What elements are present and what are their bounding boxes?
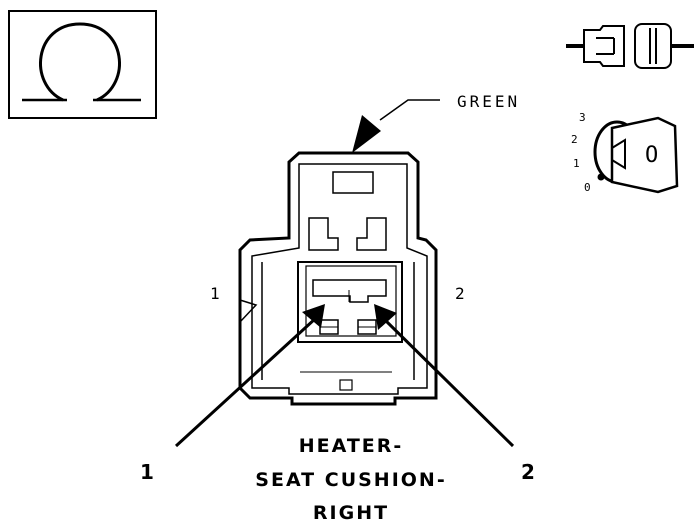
color-callout: GREEN <box>352 92 520 153</box>
key-position-2: 2 <box>571 133 578 146</box>
caption-line-1: HEATER- <box>299 435 404 457</box>
pin-side-label-2: 2 <box>455 284 465 303</box>
caption-line-2: SEAT CUSHION- <box>255 469 446 491</box>
pin-2-leader <box>374 304 515 448</box>
ignition-key-icon: O 3 2 1 0 <box>571 111 679 194</box>
connector-mating-icon <box>566 23 694 69</box>
caption-line-3: RIGHT <box>313 502 389 524</box>
callout-2: 2 <box>521 460 535 484</box>
connector-body <box>238 151 438 406</box>
key-position-0: 0 <box>584 181 591 194</box>
key-position-1: 1 <box>573 157 580 170</box>
key-letter: O <box>645 143 658 168</box>
pin-1-leader <box>174 304 325 448</box>
connector-color-label: GREEN <box>457 92 520 111</box>
ohm-symbol-icon <box>8 10 157 119</box>
callout-1: 1 <box>140 460 154 484</box>
pin-side-label-1: 1 <box>210 284 220 303</box>
key-position-3: 3 <box>579 111 586 124</box>
